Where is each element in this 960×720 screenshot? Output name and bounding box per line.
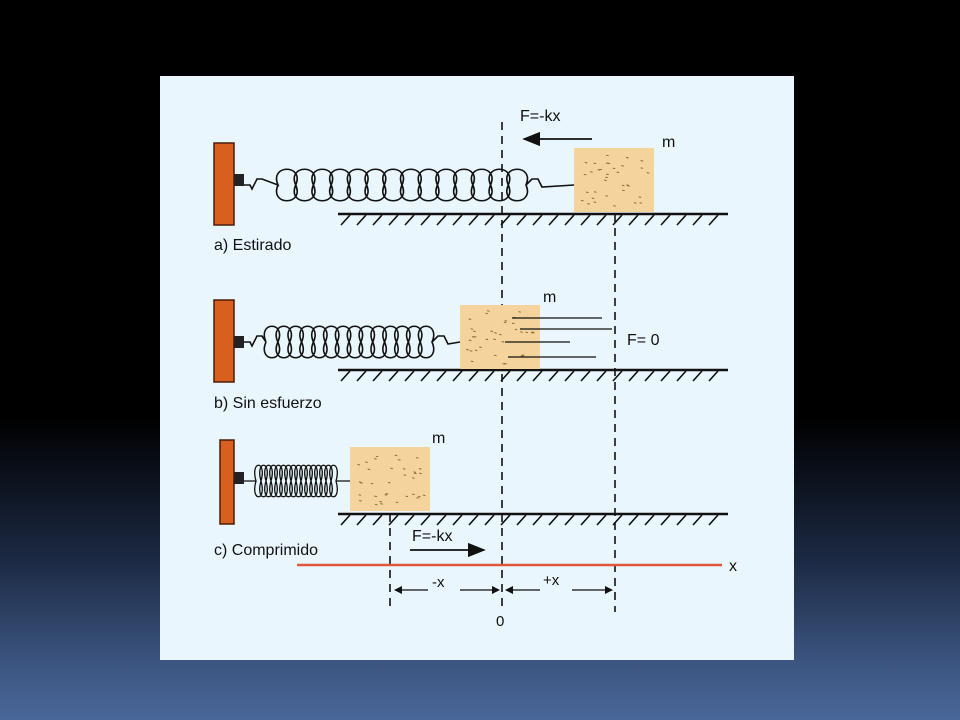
caption-a: a) Estirado <box>214 237 291 254</box>
plus-x-right-arrow-icon <box>605 586 613 594</box>
x-axis-label: x <box>729 558 737 575</box>
mass-block-a <box>574 148 654 212</box>
wall-c <box>219 439 235 525</box>
caption-c: c) Comprimido <box>214 542 318 559</box>
minus-x-label: -x <box>432 574 445 591</box>
mass-texture-c <box>357 454 426 506</box>
force-zero-label: F= 0 <box>627 332 660 349</box>
minus-x-right-arrow-icon <box>492 586 500 594</box>
spring-compressed <box>244 464 350 498</box>
plus-x-label: +x <box>543 572 560 589</box>
wall-mount-a <box>234 174 244 186</box>
wall-b <box>213 299 235 383</box>
mass-block-c <box>350 447 430 511</box>
force-label-c: F=-kx <box>412 528 452 545</box>
wall-mount-b <box>234 336 244 348</box>
caption-b: b) Sin esfuerzo <box>214 395 322 412</box>
force-label-a: F=-kx <box>520 108 560 125</box>
x-axis: x -x +x 0 <box>297 558 737 630</box>
scenario-compressed: m F=-kx c) Comprimido <box>214 430 728 559</box>
mass-label-c: m <box>432 430 445 447</box>
spring-relaxed <box>244 325 461 359</box>
minus-x-left-arrow-icon <box>394 586 402 594</box>
mass-texture-a <box>580 154 650 207</box>
spring-stretched <box>244 168 575 202</box>
scenario-relaxed: m F= 0 b) Sin esfuerzo <box>213 289 728 412</box>
plus-x-left-arrow-icon <box>505 586 513 594</box>
wall-mount-c <box>234 472 244 484</box>
mass-label-b: m <box>543 289 556 306</box>
mass-label-a: m <box>662 134 675 151</box>
floor-hatch-b <box>340 370 719 382</box>
floor-hatch-c <box>340 514 719 526</box>
floor-hatch-a <box>340 214 719 226</box>
wall-a <box>213 142 235 226</box>
origin-label: 0 <box>496 613 504 630</box>
scenario-stretched: F=-kx m a) Estirado <box>213 108 728 254</box>
